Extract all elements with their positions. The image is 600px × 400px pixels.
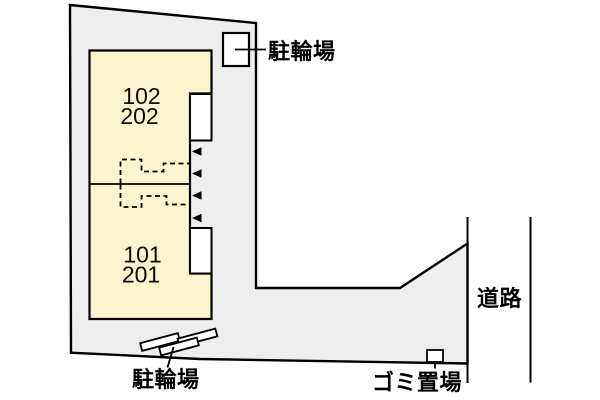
unit-lower-number-1f: 101 — [123, 242, 161, 268]
entrance-arrow-icon — [192, 191, 202, 200]
entrance-block-upper — [189, 93, 213, 142]
entrance-arrow-icon — [192, 147, 202, 156]
bicycle-parking-bottom-label: 駐輪場 — [132, 367, 200, 392]
bicycle-bottom-callout-line — [166, 346, 175, 368]
entrance-block-lower — [189, 227, 213, 275]
garbage-area-marker — [426, 349, 444, 363]
garbage-area-label: ゴミ置場 — [372, 370, 462, 395]
bicycle-parking-top-label: 駐輪場 — [268, 39, 336, 64]
unit-lower-number-2f: 201 — [122, 262, 160, 288]
entrance-arrow-icon — [192, 169, 202, 178]
bicycle-stands — [139, 327, 219, 357]
unit-upper-number-1f: 102 — [122, 83, 160, 109]
entrance-arrow-icon — [192, 213, 202, 223]
dashed-outline-upper — [119, 158, 190, 184]
road-label: 道路 — [477, 286, 523, 311]
dashed-outline-lower — [119, 184, 190, 208]
unit-upper-number-2f: 202 — [120, 103, 158, 129]
